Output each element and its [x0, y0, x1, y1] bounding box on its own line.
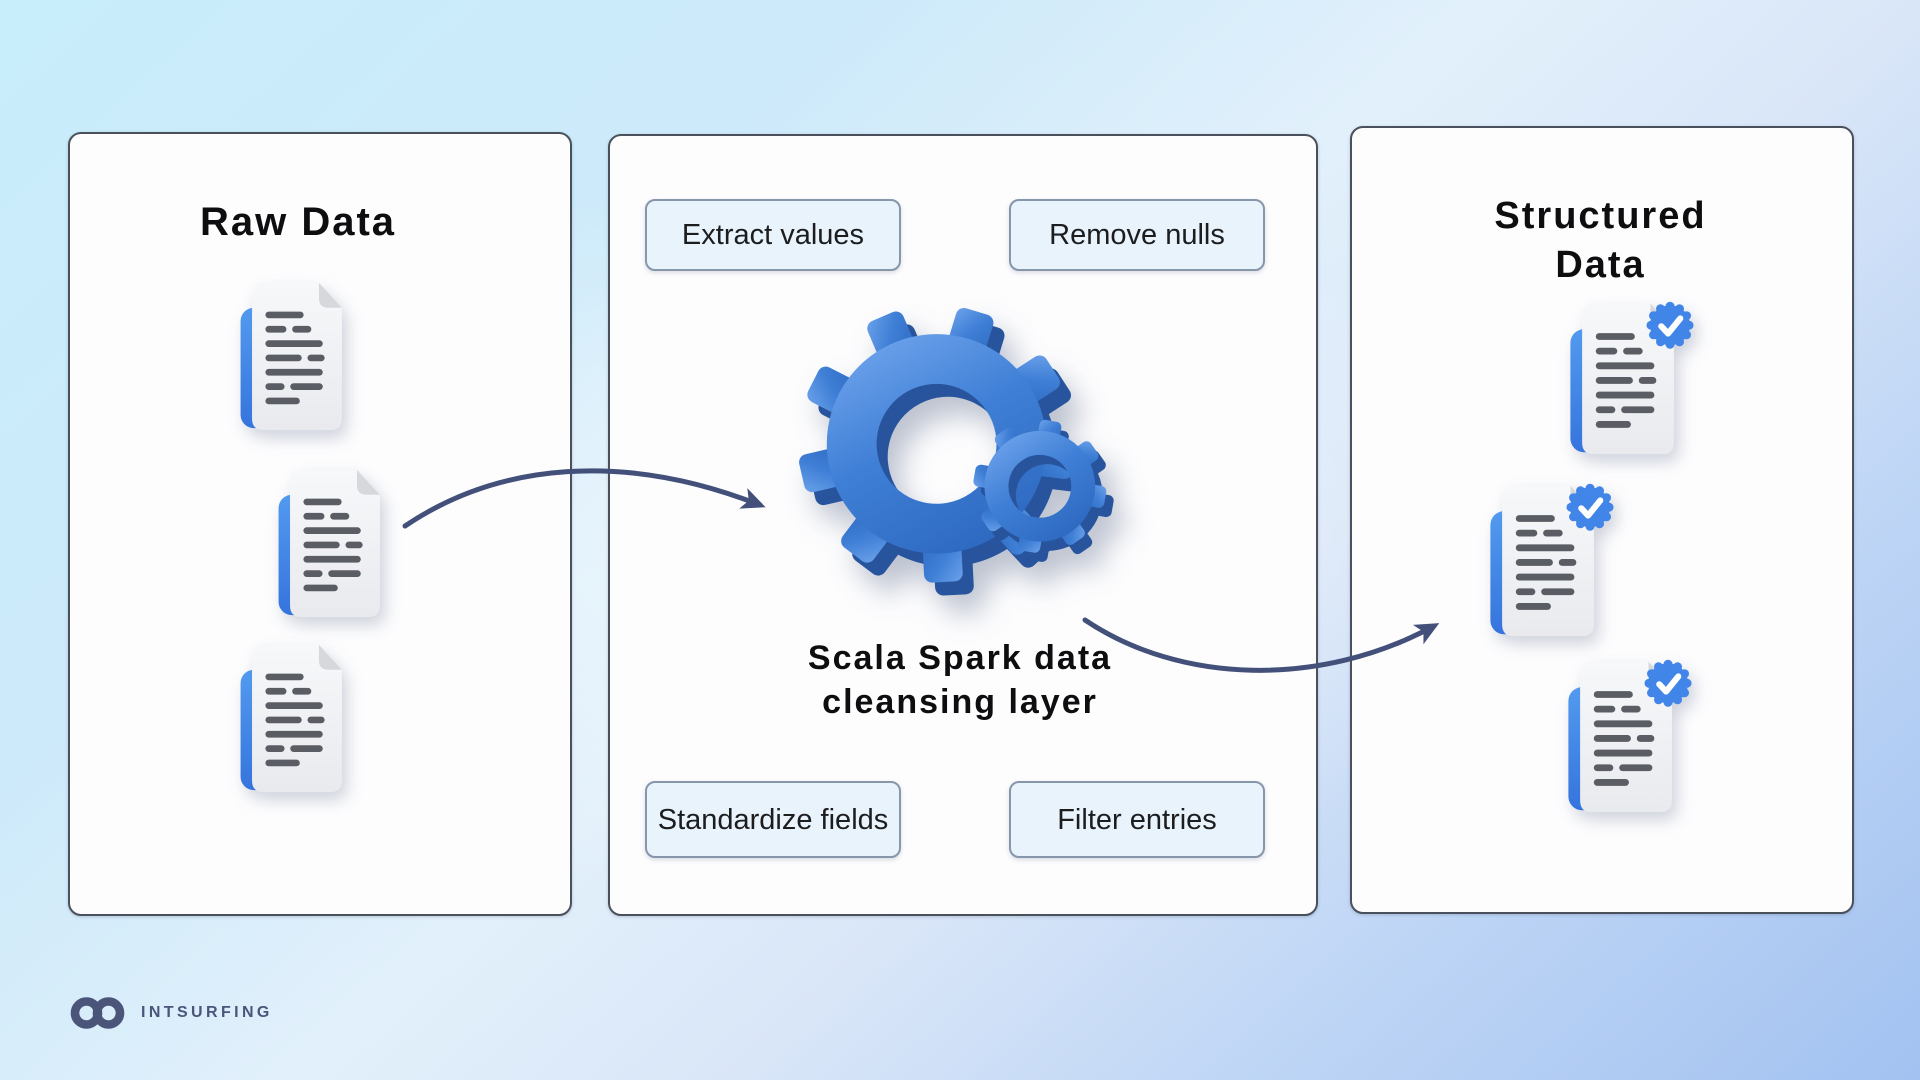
cleansing-layer-caption: Scala Spark data cleansing layer — [807, 639, 1113, 721]
step-box-extract-values: Extract values — [645, 199, 901, 271]
structured-data-title: Structured Data — [1494, 195, 1707, 286]
document-icon — [278, 469, 380, 618]
gears-icon — [799, 307, 1114, 596]
raw-data-title: Raw Data — [199, 200, 397, 244]
brand-name: INTSURFING — [141, 1004, 273, 1021]
verified-document-icon — [1558, 652, 1696, 820]
verified-document-icon — [1560, 294, 1698, 462]
document-icon — [240, 282, 342, 431]
step-box-remove-nulls: Remove nulls — [1009, 199, 1265, 271]
step-box-filter-entries: Filter entries — [1009, 781, 1265, 858]
verified-document-icon — [1480, 476, 1618, 644]
infinity-logo-icon — [70, 997, 125, 1029]
document-icon — [240, 644, 342, 793]
brand-logo: INTSURFING — [70, 992, 273, 1034]
step-box-standardize-fields: Standardize fields — [645, 781, 901, 858]
